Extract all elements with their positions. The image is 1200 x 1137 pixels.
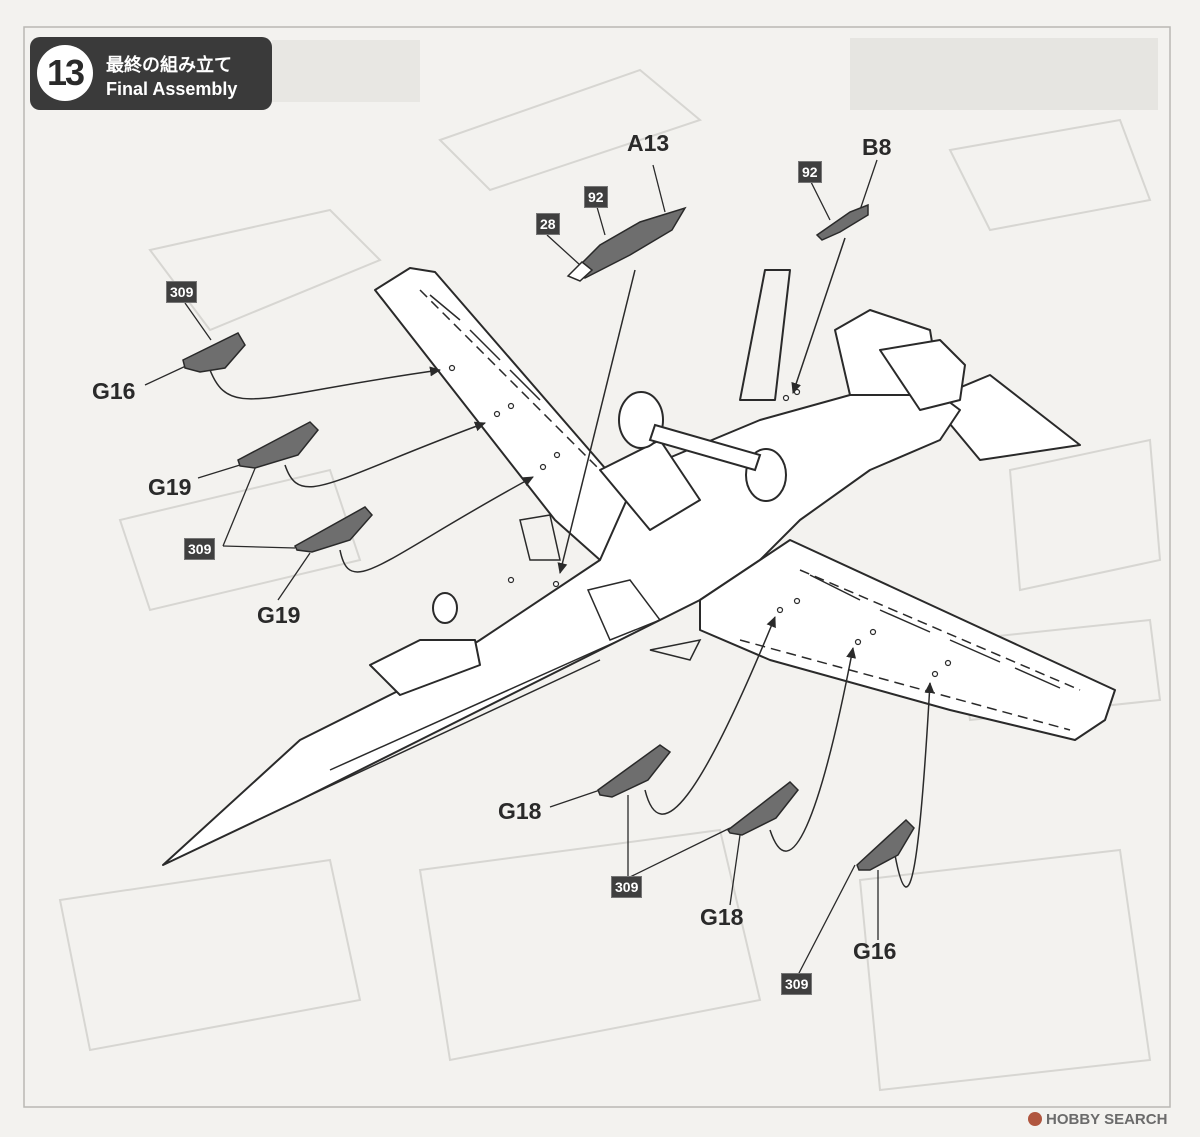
step-header: 13 最終の組み立て Final Assembly [30,37,272,110]
parts [182,203,915,871]
arrow-a13 [557,269,636,574]
part-label-g18-right: G18 [700,904,744,930]
nose-gear-bay [369,639,481,696]
color-code-92-b8: 92 [798,161,822,183]
aircraft-underside [162,267,1116,866]
part-label-g16-lower: G16 [853,938,897,964]
part-label-b8: B8 [862,134,892,160]
color-code-28-a13: 28 [536,213,560,235]
arrow-g18-right [769,647,857,852]
arrow-g16-upper [209,366,441,400]
part-g19-upper [237,421,320,469]
part-a13-tip [566,260,594,282]
arrow-g16-lower [894,682,935,888]
bleed-through-ghost [58,38,1162,1092]
watermark-text: HOBBY SEARCH [1046,1111,1168,1128]
part-label-a13: A13 [627,130,670,156]
color-code-309-g16b: 309 [781,973,813,995]
part-label-g18-left: G18 [498,798,542,824]
part-g18-left [597,744,672,798]
part-g16-upper [182,332,246,373]
part-label-g16-upper: G16 [92,378,136,404]
left-wing [374,267,651,561]
part-g16-lower [856,818,915,871]
leader-lines [144,159,879,976]
part-label-g19-lower: G19 [257,602,301,628]
arrow-g18-left [644,616,776,815]
color-code-309-g19: 309 [184,538,216,560]
engine-nacelle-2 [879,339,966,411]
color-code-92-a13: 92 [584,186,608,208]
hobby-search-watermark: HOBBY SEARCH [1028,1111,1167,1128]
arrow-b8 [791,237,846,394]
step-title-en: Final Assembly [106,79,238,99]
right-stabilizer [929,374,1081,461]
main-landing-gear [432,391,787,624]
page-frame [23,26,1171,1108]
color-code-309-g16: 309 [166,281,198,303]
fuselage [162,379,961,866]
step-number: 13 [37,45,93,101]
hobby-search-logo-icon [1028,1112,1042,1126]
part-a13 [568,206,687,279]
intake [599,439,701,531]
right-wing [699,539,1116,741]
panel-details [299,289,1081,801]
arrow-g19-upper [284,421,486,488]
part-g19-lower [294,506,373,553]
color-code-309-g18: 309 [611,876,643,898]
part-b8 [815,203,869,241]
arrow-g19-lower [339,476,534,573]
part-label-g19-upper: G19 [148,474,192,500]
tail-fin [739,269,791,401]
step-title-jp: 最終の組み立て [106,55,232,76]
part-g18-right [726,781,800,836]
assembly-arrows [209,237,935,888]
